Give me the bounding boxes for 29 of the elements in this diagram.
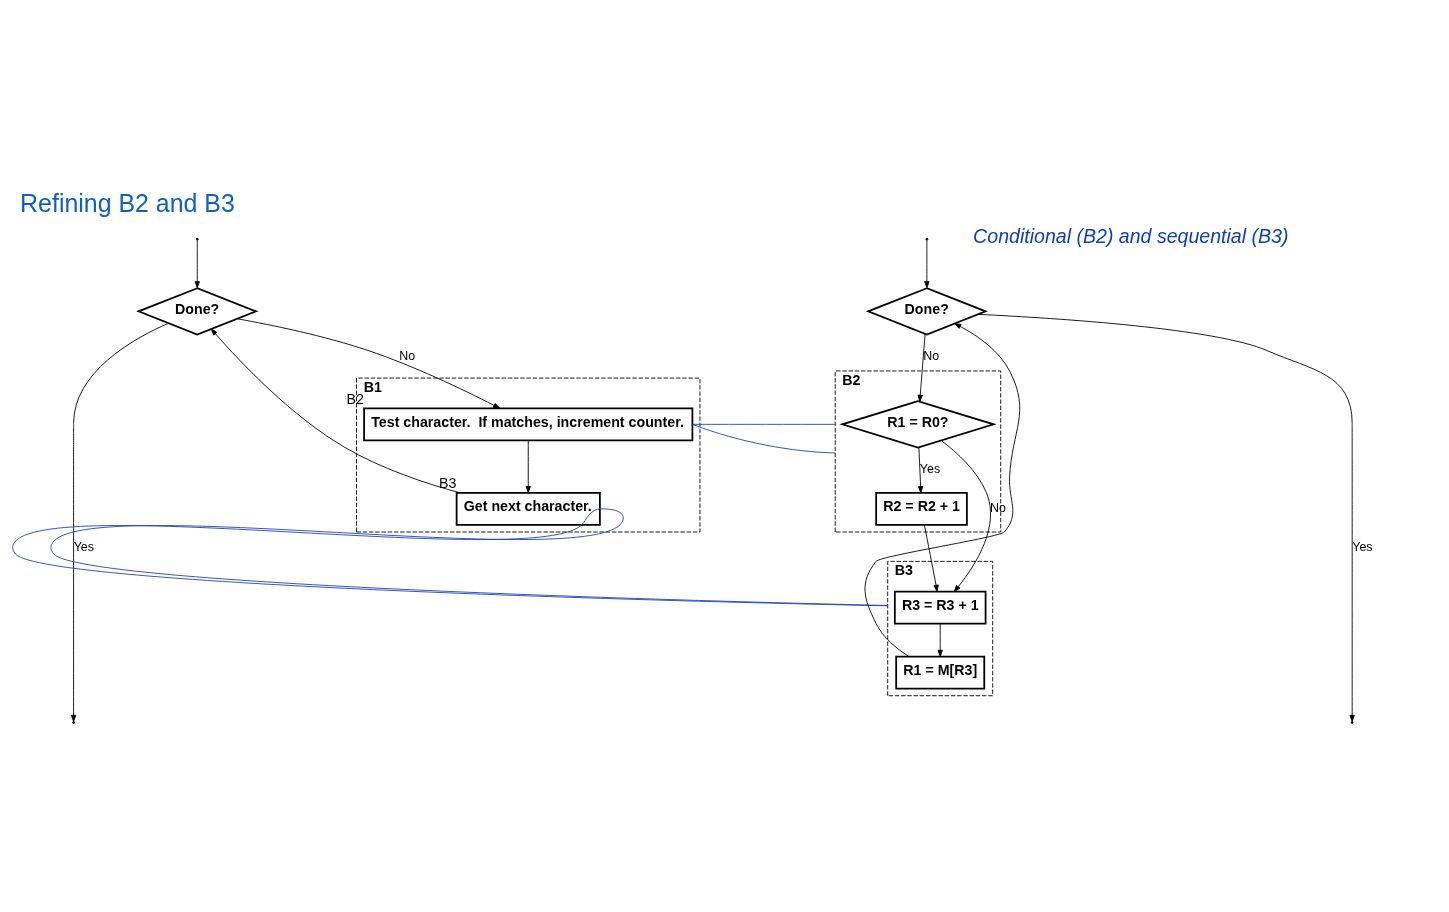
connector: [691, 423, 836, 454]
node-diamond: Done?: [865, 287, 988, 336]
node-box: R2 = R2 + 1: [875, 491, 968, 526]
arrow: [918, 446, 924, 494]
node-box: R1 = M[R3]: [895, 655, 986, 690]
edge-label: Yes: [73, 539, 94, 554]
arrow: [924, 239, 930, 289]
arrow: [917, 333, 926, 402]
node-diamond: R1 = R0?: [839, 400, 997, 449]
node-box: Get next character.: [455, 491, 601, 526]
arrow: [864, 323, 1021, 657]
edge-label: No: [399, 349, 416, 364]
arrow: [210, 328, 461, 494]
arrow: [940, 440, 991, 593]
edge-label: Yes: [919, 462, 941, 477]
arrow: [194, 239, 200, 289]
node-label: B3: [439, 475, 457, 492]
node-label: B2: [346, 390, 364, 407]
arrow: [924, 524, 939, 592]
node-box: R3 = R3 + 1: [893, 590, 987, 625]
arrow: [236, 318, 501, 409]
diagram-title: Refining B2 and B3: [20, 189, 235, 218]
arrow: [937, 623, 943, 657]
arrow: [525, 439, 531, 494]
edge-label: No: [923, 349, 940, 364]
arrow: [70, 322, 169, 722]
node-box: Test character. If matches, increment counter.: [363, 407, 694, 442]
label: Conditional (B2) and sequential (B3): [973, 225, 1289, 248]
connector: [691, 423, 836, 425]
